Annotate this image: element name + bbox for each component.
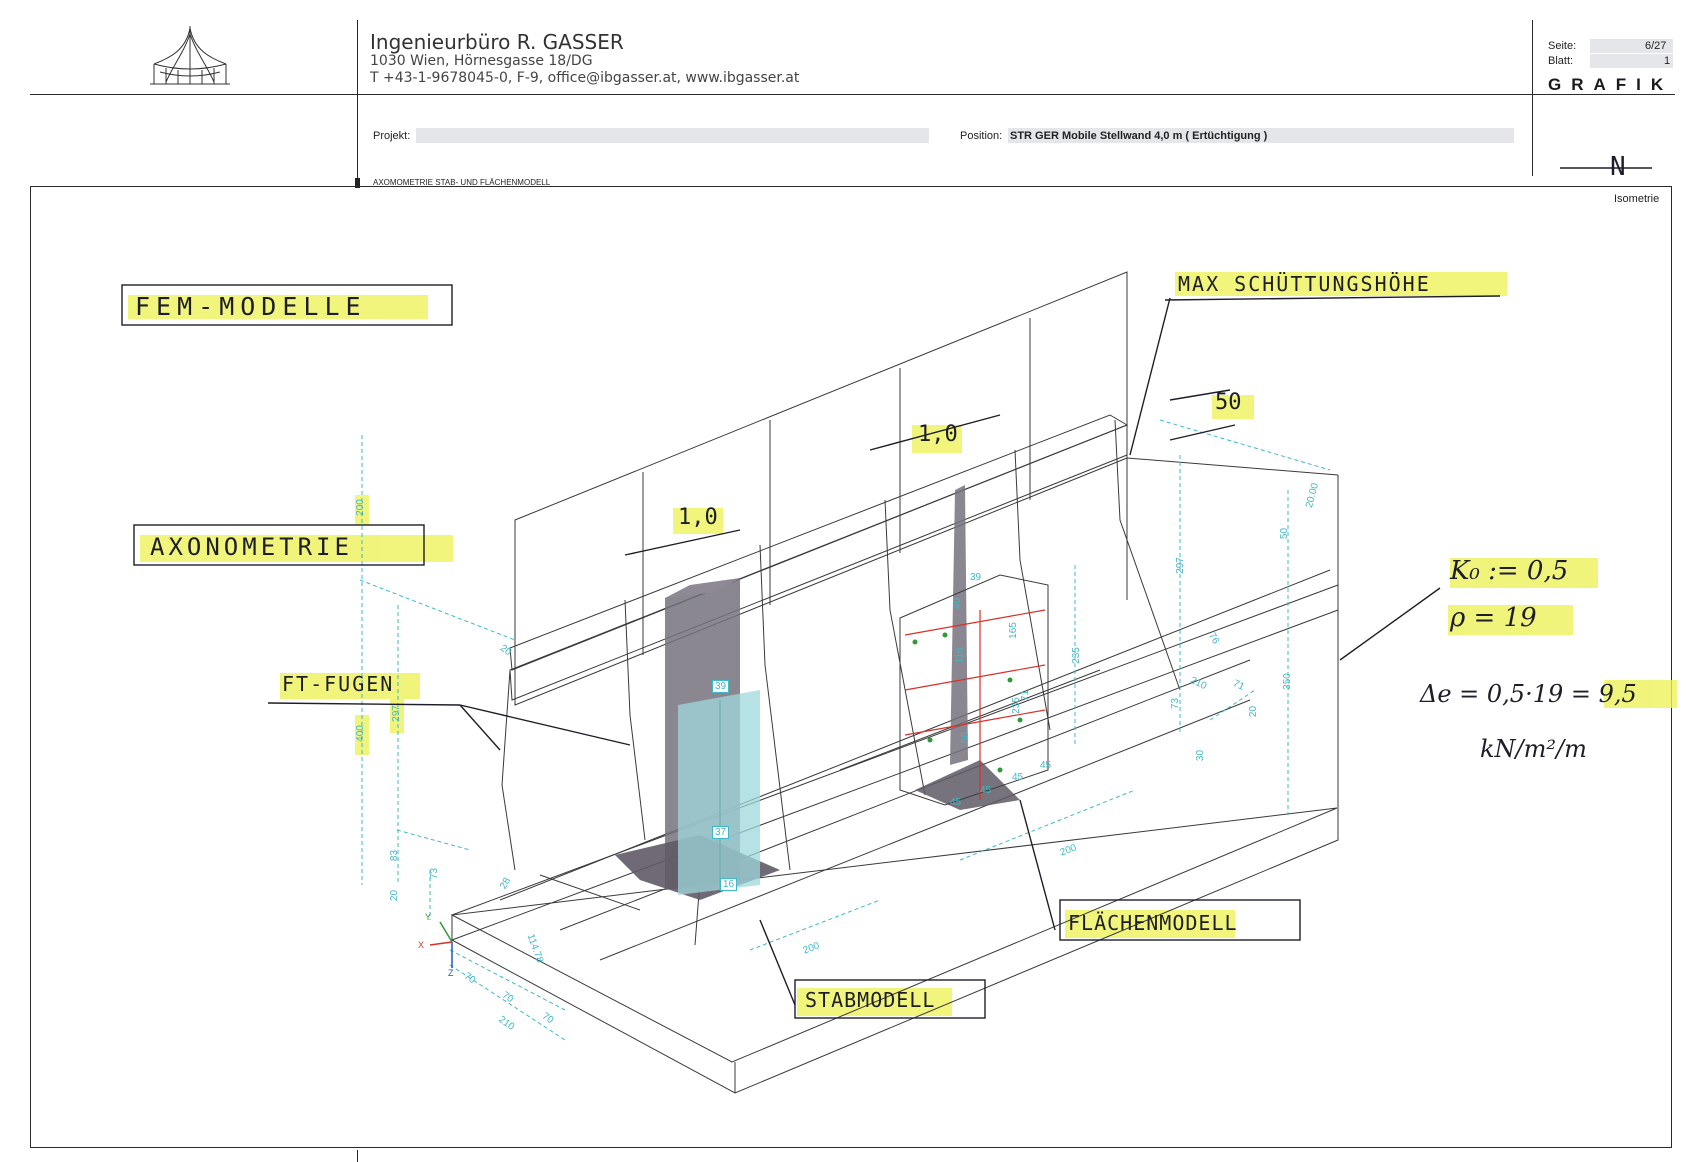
annotation-flaechenmodell: FLÄCHENMODELL: [1068, 911, 1238, 935]
fl-dim-235a: 235: [1070, 647, 1082, 664]
annotation-fem-modelle: FEM-MODELLE: [135, 292, 367, 321]
highlight-d297: [390, 698, 404, 733]
fl-dim-39: 39: [970, 572, 982, 583]
highlight-fem: [128, 295, 428, 319]
axis-x-label: X: [418, 940, 425, 950]
fl-dim-45b: 45: [980, 785, 992, 796]
highlight-rho: [1448, 605, 1573, 635]
r-dim-30: 30: [1195, 749, 1207, 762]
blatt-field: [1590, 54, 1673, 68]
view-mode: Isometrie: [1614, 193, 1660, 205]
annotation-delta-e: Δe = 0,5·19 = 9,5: [1420, 680, 1637, 708]
office-name: Ingenieurbüro R. GASSER: [370, 30, 624, 54]
r-dim-297: 297: [1174, 557, 1186, 574]
stab-dim-16: 16: [720, 878, 738, 891]
dim-20-left: 20: [389, 889, 401, 902]
beam-model: [615, 578, 780, 900]
highlight-ko: [1450, 558, 1598, 588]
surface-model: [899, 485, 1049, 810]
r-dim-50: 50: [1279, 527, 1291, 540]
position-field: [1008, 128, 1514, 143]
highlight-ft-fugen: [280, 673, 420, 699]
dimension-lines: [359, 419, 1331, 1041]
surface-box: [899, 574, 1049, 806]
annotation-corner-mark: N: [1610, 152, 1626, 182]
highlight-flaechen: [1065, 910, 1235, 938]
position-value: STR GER Mobile Stellwand 4,0 m ( Ertücht…: [1010, 130, 1268, 142]
construction-lines: [450, 271, 1339, 1094]
annotation-spacing-3: 50: [1215, 390, 1242, 415]
dim-73-left: 73: [429, 867, 441, 880]
highlight-d200: [355, 495, 369, 525]
fl-dim-116: 116: [954, 647, 966, 664]
fl-dim-71: 71: [1020, 689, 1032, 702]
annotation-ft-fugen: FT-FUGEN: [282, 672, 395, 696]
tent-structure-logo-icon: [150, 26, 230, 85]
annotation-ko: K₀ := 0,5: [1450, 556, 1569, 586]
annotation-spacing-2: 1,0: [918, 422, 958, 447]
surface-base: [915, 760, 1020, 810]
beam-column-side: [665, 578, 740, 598]
drawing-frame: [30, 186, 1672, 1148]
highlight-spacing-2: [912, 425, 962, 453]
annotation-axonometrie: AXONOMETRIE: [150, 533, 353, 561]
leader-lines: [267, 167, 1652, 1006]
axis-triad: [429, 921, 453, 968]
dim-297-left: 297: [390, 705, 402, 722]
blatt-value: 1: [1664, 55, 1671, 67]
highlight-max: [1175, 272, 1507, 296]
dim-83: 83: [389, 849, 401, 862]
beam-column-light: [678, 690, 760, 895]
dim-200-left: 200: [354, 499, 366, 516]
highlight-axonometrie: [140, 535, 453, 562]
seite-value: 6/27: [1645, 40, 1667, 52]
fl-dim-40: 40: [952, 597, 964, 610]
fl-dim-45a: 45: [950, 797, 962, 808]
view-marker: [355, 178, 360, 188]
header-divider-left: [357, 20, 358, 188]
annotation-unit: kN/m²/m: [1480, 735, 1587, 763]
axis-z-label: Z: [448, 968, 454, 978]
office-contact: T +43-1-9678045-0, F-9, office@ibgasser.…: [370, 70, 800, 86]
annotation-stabmodell: STABMODELL: [805, 988, 936, 1012]
blatt-label: Blatt:: [1548, 55, 1574, 67]
fl-dim-45c: 45: [1012, 772, 1024, 783]
view-title: AXOMOMETRIE STAB- UND FLÄCHENMODELL: [373, 178, 551, 187]
axis-y-label: Y: [425, 912, 432, 922]
r-dim-20: 20: [1248, 705, 1260, 718]
page-left-rule: [357, 1150, 358, 1162]
header-divider-right: [1532, 20, 1533, 176]
highlight-result: [1604, 680, 1677, 708]
stab-dim-37: 37: [712, 826, 730, 839]
office-address: 1030 Wien, Hörnesgasse 18/DG: [370, 53, 593, 69]
position-label: Position:: [960, 130, 1003, 142]
highlight-d400: [355, 715, 369, 755]
header-rule: [30, 94, 1675, 95]
label-frames: [121, 284, 1501, 1019]
section-title: GRAFIK: [1548, 75, 1674, 94]
fl-dim-55: 55: [960, 731, 972, 744]
annotation-max-schuettungshoehe: MAX SCHÜTTUNGSHÖHE: [1178, 272, 1431, 296]
seite-field: [1590, 39, 1673, 53]
annotation-rho: ρ = 19: [1450, 603, 1537, 633]
r-dim-350: 350: [1281, 673, 1293, 690]
stab-dim-39: 39: [712, 680, 730, 693]
projekt-label: Projekt:: [373, 130, 411, 142]
projekt-field: [416, 128, 929, 143]
highlight-spacing-1: [673, 508, 723, 534]
highlight-spacing-3: [1212, 395, 1254, 419]
dim-400: 400: [354, 725, 366, 742]
fl-dim-45d: 45: [1040, 760, 1052, 771]
fl-dim-165: 165: [1007, 622, 1019, 639]
annotation-spacing-1: 1,0: [678, 505, 718, 530]
highlights: [128, 272, 1677, 1016]
r-dim-73: 73: [1170, 697, 1182, 710]
seite-label: Seite:: [1548, 40, 1577, 52]
